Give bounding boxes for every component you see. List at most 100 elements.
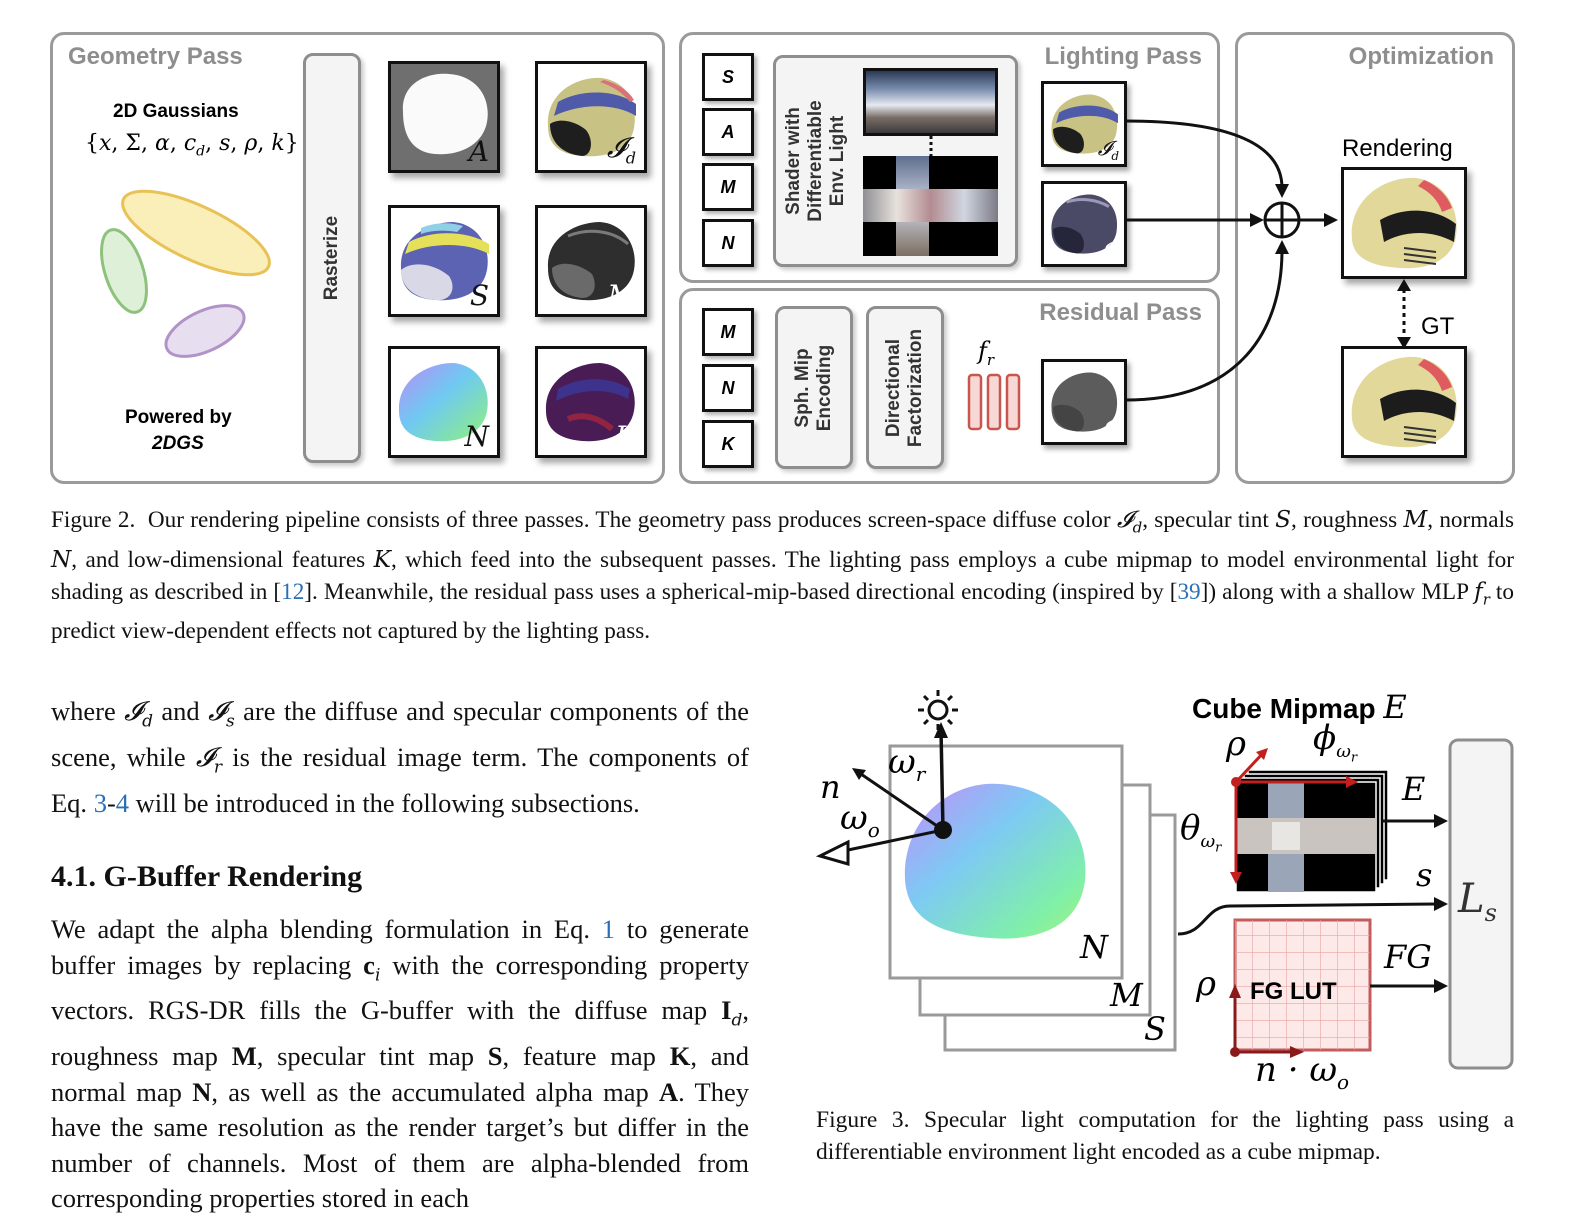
lighting-input-A: A (702, 108, 754, 156)
label-M-card: M (1110, 976, 1143, 1014)
gt-label: GT (1421, 313, 1455, 340)
gaussian-ellipse-purple (164, 304, 246, 358)
caption-ref-39[interactable]: 39 (1177, 578, 1201, 605)
para1-seg-2: are the diffuse and specular components … (51, 696, 750, 772)
label-rho-lut: ρ (1196, 964, 1216, 1004)
lighting-output-specular: 𝓘s (1041, 181, 1127, 267)
caption-ref-12[interactable]: 12 (281, 578, 305, 605)
mipmap-axis-rho (1234, 750, 1266, 784)
residual-output: 𝓘r (1041, 359, 1127, 445)
fg-lut-label: FG LUT (1250, 978, 1337, 1005)
cube-mipmap-label: Cube Mipmap E (1192, 688, 1407, 726)
caption-sym-Id: 𝓘d (1116, 506, 1143, 537)
figure-3-caption: Figure 3. Specular light computation for… (816, 1107, 1514, 1165)
para2-sym-S: S (487, 1041, 503, 1072)
label-omega-o: ωo (840, 798, 880, 842)
para1-ref-eq3[interactable]: 3 (93, 787, 107, 818)
lighting-output-diffuse: 𝓘d (1041, 81, 1127, 167)
mlp-layer-2 (986, 373, 1002, 431)
tile-specular-tint-map: S (388, 205, 500, 317)
loss-box (1448, 738, 1514, 1070)
caption-seg-6: ]. Meanwhile, the residual pass uses a s… (304, 578, 1178, 605)
residual-pass-title: Residual Pass (1039, 299, 1202, 326)
para2-seg-2: with the corresponding property vectors.… (51, 949, 749, 1026)
para1-seg-0: where (51, 696, 125, 726)
label-L: Ls (1458, 876, 1497, 927)
caption-seg-4: , and low-dimensional features (71, 546, 374, 573)
body-paragraph-1: where 𝓘d and 𝓘s are the diffuse and spec… (51, 694, 749, 821)
vector-n (857, 770, 944, 832)
env-map-cube-cross (863, 156, 998, 256)
figure-2-caption-lead: Figure 2. (51, 507, 136, 533)
tile-label-N: N (464, 420, 490, 453)
label-phi-base: ϕ (1313, 718, 1337, 758)
label-omega-o-base: ω (840, 798, 868, 838)
label-FG: FG (1384, 938, 1432, 976)
caption-sym-K: K (373, 545, 391, 573)
tile-label-K: K (615, 420, 636, 453)
para2-sym-M: M (231, 1041, 257, 1072)
caption-seg-3: , normals (1427, 507, 1515, 533)
lighting-pass-panel: Lighting Pass S A M N Shader with Differ… (679, 32, 1220, 283)
geometry-pass-panel: Geometry Pass 2D Gaussians {x, Σ, α, cd,… (50, 32, 665, 484)
cube-mipmap-symbol: E (1383, 688, 1407, 726)
tile-label-Id: 𝓘d (606, 131, 636, 168)
label-S-card: S (1144, 1010, 1166, 1048)
lighting-output-label-Id: 𝓘d (1097, 136, 1119, 163)
tile-normal-map: N (388, 346, 500, 458)
env-map-panorama (863, 68, 998, 136)
tile-roughness-map: M (535, 205, 647, 317)
para1-sym-Is: 𝓘s (208, 696, 235, 732)
label-omega-r-base: ω (888, 742, 916, 782)
label-omega-r: ωr (888, 742, 926, 786)
rasterize-block: Rasterize (303, 53, 361, 463)
gaussian-ellipses (100, 189, 271, 358)
lighting-pass-title: Lighting Pass (1044, 43, 1202, 70)
gaussians-params: {x, Σ, α, cd, s, ρ, k} (85, 131, 299, 160)
arrow-diffuse-to-sum (1125, 119, 1284, 189)
para1-sym-Ir: 𝓘r (195, 741, 222, 778)
label-n: n (820, 768, 841, 806)
label-E: E (1402, 770, 1426, 808)
rendering-label: Rendering (1342, 135, 1453, 162)
caption-sym-N: N (51, 545, 72, 573)
caption-sym-S: S (1275, 506, 1291, 533)
caption-sym-fr: fr (1474, 577, 1490, 609)
body-paragraph-2: We adapt the alpha blending formulation … (51, 912, 749, 1217)
powered-by-2dgs: 2DGS (152, 433, 204, 454)
para2-ref-eq1[interactable]: 1 (601, 914, 616, 944)
label-n-dot-omega-base: n · ω (1255, 1050, 1338, 1090)
vector-omega-r (939, 729, 945, 831)
para2-seg-4: , specular tint map (256, 1041, 488, 1072)
para1-seg-3: is the residual image term. The componen… (51, 741, 749, 818)
para2-seg-8: . They have the same resolution as the r… (51, 1076, 749, 1214)
arrow-residual-to-sum (1125, 249, 1284, 402)
para1-ref-eq4[interactable]: 4 (115, 787, 130, 818)
para2-sym-Id: Id (721, 995, 743, 1031)
para2-seg-1: to generate buffer images by replacing (51, 914, 749, 980)
shading-point (934, 821, 952, 839)
env-map-dotted-connector (929, 136, 933, 158)
tile-label-M: M (607, 279, 636, 312)
residual-input-N: N (702, 364, 754, 412)
para2-seg-7: , as well as the accumulated alpha map (211, 1076, 659, 1107)
label-phi: ϕωr (1313, 718, 1358, 766)
figure-3-diagram (815, 690, 1514, 1070)
para2-seg-3: , roughness map (51, 995, 749, 1072)
label-L-base: L (1458, 876, 1485, 922)
label-theta: θωr (1180, 808, 1222, 856)
mipmap-face-horizontal (1236, 818, 1376, 854)
caption-seg-7: ]) along with a shallow MLP (1200, 578, 1475, 605)
vector-omega-o (847, 828, 944, 852)
card-normal-blob (904, 783, 1086, 939)
gaussian-ellipse-green (100, 228, 148, 314)
arrow-s-to-loss (1177, 902, 1437, 936)
label-s: s (1416, 856, 1433, 894)
para2-sym-A: A (659, 1076, 679, 1107)
caption-seg-1: , specular tint (1142, 507, 1276, 533)
ground-truth-image (1341, 346, 1467, 458)
tile-label-S: S (469, 279, 489, 312)
para2-sym-K: K (669, 1041, 691, 1072)
caption-seg-5: , which feed into the subsequent passes.… (51, 546, 1514, 605)
residual-output-label-Ir: 𝓘r (1099, 414, 1119, 441)
